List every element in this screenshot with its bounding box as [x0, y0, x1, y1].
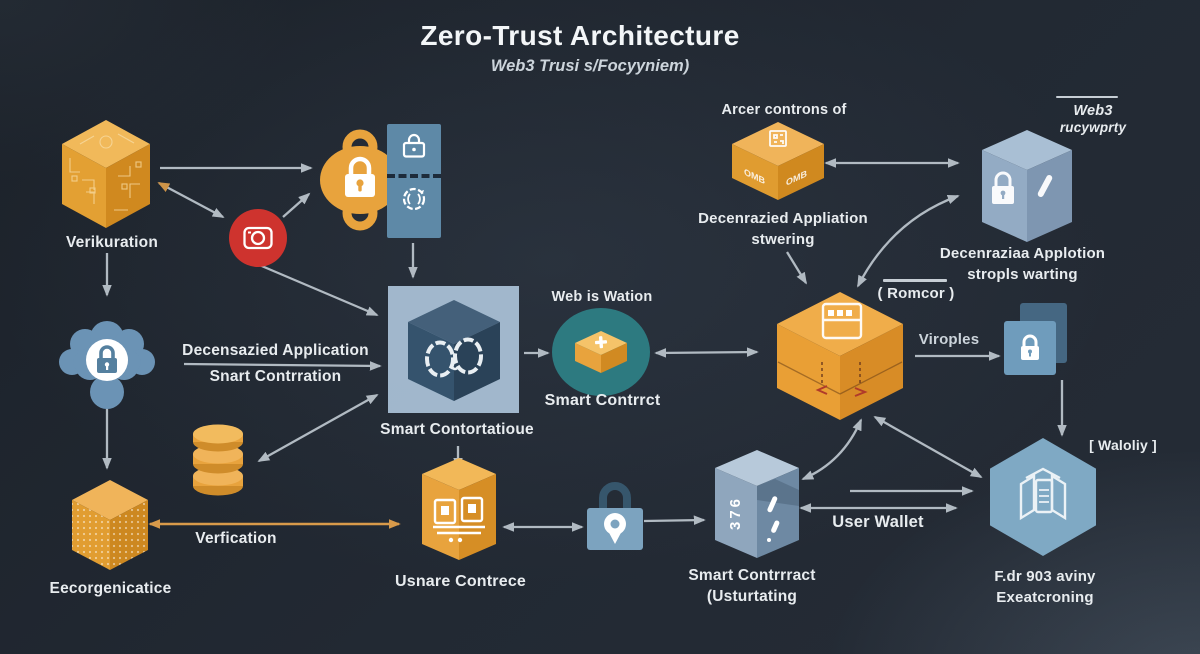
document-box-icon: [1019, 467, 1067, 521]
padlock-icon: [320, 129, 400, 231]
stacked-lock-icon: [1004, 321, 1056, 375]
access-box-caption: Arcer controns of: [721, 102, 847, 118]
lock-slash-cube-icon: [982, 130, 1072, 242]
contract-panel-label: Smart Contortatioue: [380, 421, 534, 438]
page-title: Zero-Trust Architecture: [420, 20, 740, 51]
user-contract-box-label: Usnare Contrece: [394, 573, 527, 590]
viroples-link-label: Viroples: [918, 331, 980, 348]
policy-panel: [387, 124, 441, 238]
lock-outline-icon: [402, 133, 426, 158]
wallet-tag-label: [ Waloliy ]: [1089, 437, 1157, 453]
arrow: [183, 361, 382, 371]
dapp-note-line2: Snart Contrration: [209, 368, 342, 385]
arrow: [786, 251, 807, 285]
web3-recovery-line2: rucywprty: [1059, 120, 1127, 135]
web-validation-label: Smart Contrrct: [544, 392, 661, 409]
arrow: [256, 262, 379, 317]
dapp-note-line1: Decensazied Application: [182, 342, 369, 359]
code-glyph: 376: [727, 496, 744, 530]
smart-contract-cube-line1: Smart Contrrract: [688, 567, 816, 584]
hub-cube-bracket-label: ( Romcor ): [877, 285, 955, 302]
package-plus-icon: [575, 331, 627, 373]
qr-book-icon: [422, 458, 496, 560]
arrow: [643, 515, 706, 525]
dapp-cube-line2: stropls warting: [967, 266, 1078, 283]
cloud-lock-icon: [59, 321, 155, 409]
lock-glyph-icon: [1021, 334, 1039, 360]
arrow: [157, 181, 225, 219]
user-wallet-link-label: User Wallet: [832, 513, 924, 531]
ledger-cube-label: Eecorgenicatice: [49, 580, 172, 597]
romcor-overline: [883, 279, 947, 282]
verfication-link-label: Verfication: [195, 530, 277, 547]
location-pin-lock-icon: [587, 482, 643, 550]
sync-gear-icon: [402, 187, 426, 211]
contract-panel: [388, 286, 519, 413]
dotted-cube-icon: [72, 480, 148, 570]
web3-recovery-line1: Web3: [1073, 103, 1113, 119]
arrow: [801, 418, 863, 481]
access-box-line2: stwering: [751, 231, 815, 248]
arrow: [257, 393, 379, 463]
arrow: [654, 347, 759, 358]
hexagon-node-line2: Exeatcroning: [996, 589, 1094, 606]
camera-badge: [229, 209, 287, 267]
hexagon-node-line1: F.dr 903 aviny: [994, 568, 1096, 585]
code-cube-icon: 376: [715, 450, 799, 558]
divider-dashed: [387, 174, 441, 178]
server-window-icon: [777, 292, 903, 420]
smart-contract-cube-line2: (Usturtating: [706, 588, 798, 605]
arrow: [856, 194, 960, 288]
web3-overline: [1056, 96, 1118, 98]
qr-package-icon: OMB OMB: [732, 122, 824, 200]
gears-cube-icon: [407, 299, 500, 401]
arrow: [282, 192, 311, 218]
circuit-cube-icon: [62, 120, 150, 228]
database-icon: [193, 424, 243, 496]
web-validation-node: [552, 308, 650, 396]
verification-cube-label: Verikuration: [66, 234, 158, 251]
page-subtitle: Web3 Trusi s/Focyyniem): [490, 57, 690, 75]
camera-icon: [243, 226, 273, 250]
access-box-line1: Decenrazied Appliation: [698, 210, 868, 227]
web-validation-caption: Web is Wation: [551, 289, 653, 305]
dapp-cube-line1: Decenraziaa Applotion: [939, 245, 1106, 262]
arrow: [873, 415, 983, 479]
